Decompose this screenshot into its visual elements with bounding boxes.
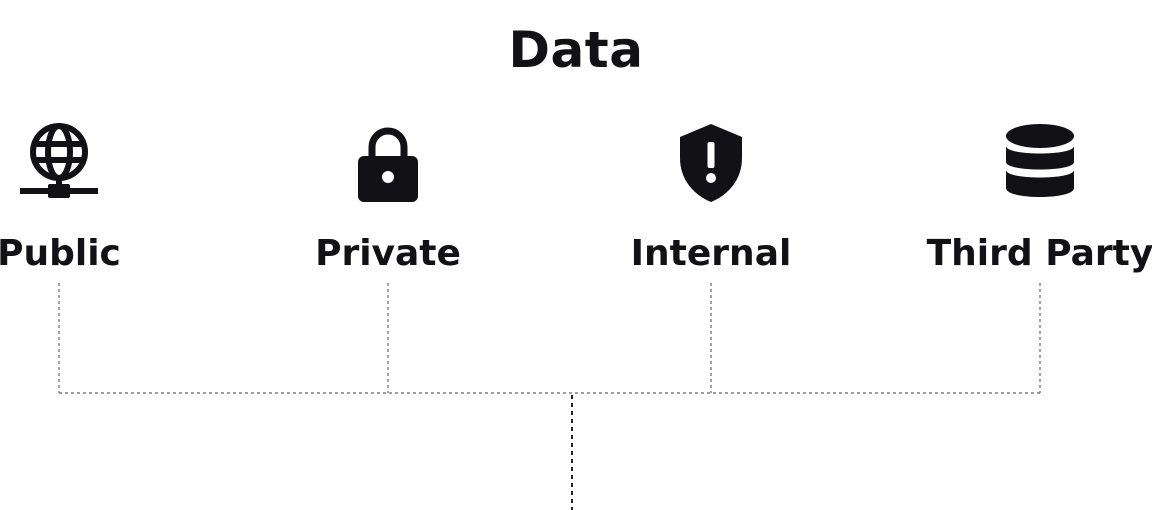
category-label-public: Public	[0, 233, 121, 274]
shield-exclamation-icon	[669, 120, 753, 204]
category-internal: Internal	[591, 120, 831, 280]
category-private: Private	[268, 120, 508, 280]
category-label-third-party: Third Party	[926, 233, 1152, 274]
database-icon	[998, 120, 1082, 204]
category-public: Public	[0, 120, 179, 280]
diagram-title: Data	[508, 21, 644, 79]
padlock-icon	[346, 120, 430, 204]
category-third-party: Third Party	[920, 120, 1152, 280]
category-label-internal: Internal	[630, 233, 792, 274]
globe-network-icon	[17, 120, 101, 204]
category-label-private: Private	[315, 233, 461, 274]
